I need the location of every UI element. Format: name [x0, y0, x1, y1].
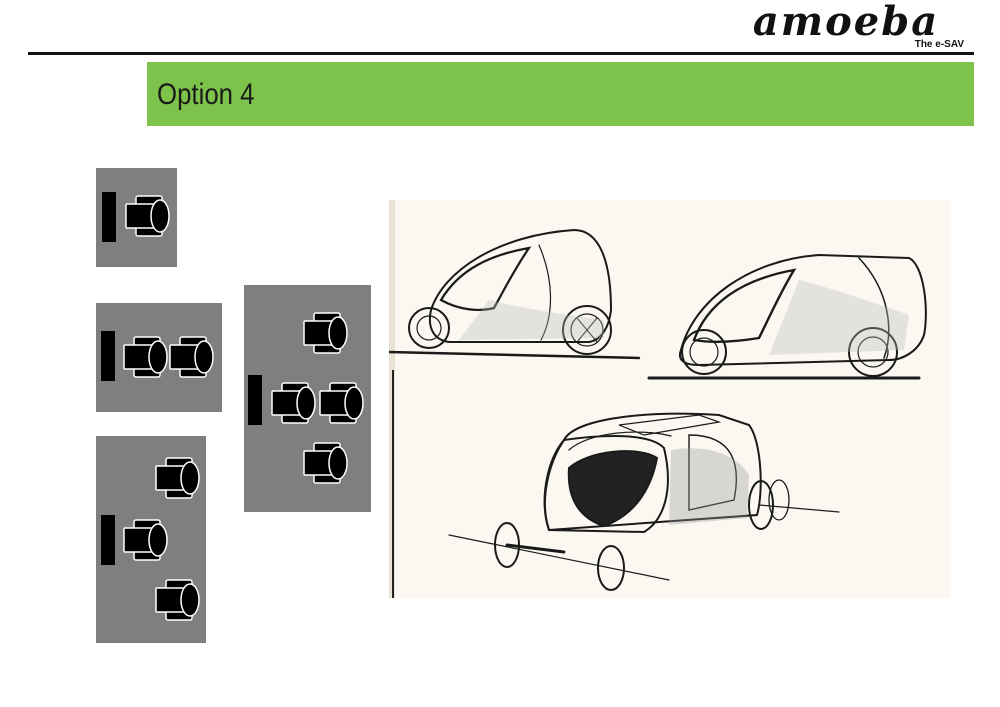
slide-title: Option 4	[157, 78, 255, 111]
module-diagram-single	[102, 192, 170, 242]
car-sketch-image	[387, 200, 951, 598]
module-diagram-double	[101, 331, 214, 381]
title-banner: Option 4	[147, 62, 974, 126]
module-diagram-triple	[101, 457, 200, 621]
module-diagram-cluster	[248, 312, 364, 484]
logo-subtitle: The e-SAV	[914, 39, 964, 50]
header-rule	[28, 52, 974, 55]
layout-panel-cluster	[244, 285, 371, 512]
car-sketch-drawing	[387, 200, 951, 598]
layout-panel-single	[96, 168, 177, 267]
logo-wordmark: amoeba	[752, 0, 940, 45]
layout-panel-triple	[96, 436, 206, 643]
amoeba-logo: amoeba The e-SAV	[726, 0, 966, 50]
layout-panel-double	[96, 303, 222, 412]
